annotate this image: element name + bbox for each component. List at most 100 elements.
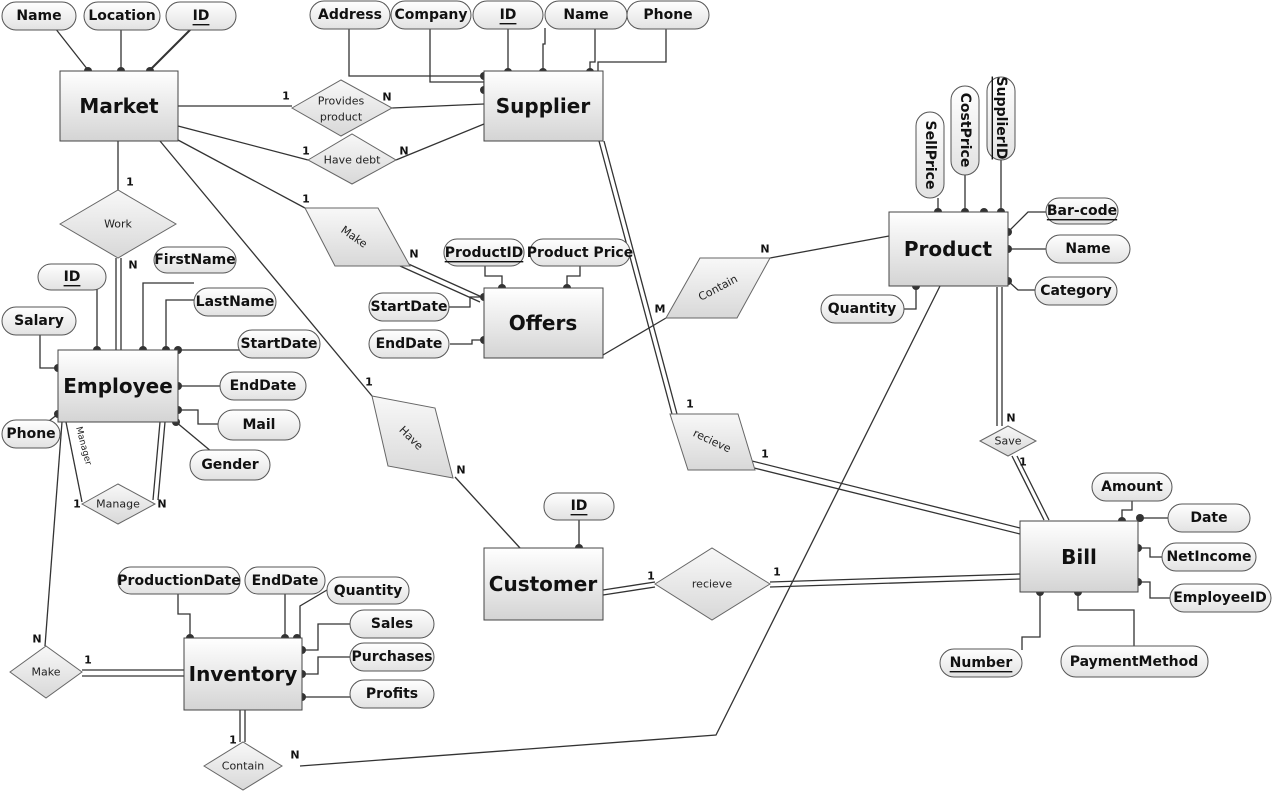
- attr-employee-lastname: [193, 287, 277, 317]
- attr-employee-phone: [1, 419, 61, 449]
- attr-offers-productprice: [529, 238, 631, 267]
- attr-bill-paymentmethod: [1060, 645, 1209, 678]
- attr-bill-amount: [1091, 472, 1173, 502]
- entity-employee-label: Employee: [63, 374, 173, 398]
- attr-product-category: [1034, 276, 1118, 306]
- attr-inventory-purchases: [349, 642, 435, 672]
- attr-employee-startdate-text: StartDate: [240, 336, 317, 352]
- attr-supplier-phone-text: Phone: [643, 7, 692, 23]
- entity-product-label: Product: [904, 237, 993, 261]
- rel-manage-text: Manage: [96, 498, 140, 511]
- card-provides-supplier: N: [382, 91, 391, 104]
- entity-market-label: Market: [79, 94, 159, 118]
- card-provides-market: 1: [282, 90, 290, 103]
- attr-employee-gender-text: Gender: [201, 457, 258, 473]
- attr-employee-salary-text: Salary: [14, 313, 64, 329]
- entity-customer-label: Customer: [489, 572, 598, 596]
- card-make-offers: N: [409, 248, 418, 261]
- card-work-employee: N: [128, 259, 137, 272]
- rel-contain-inventory-text: Contain: [222, 760, 264, 773]
- attr-supplier-company-text: Company: [394, 7, 467, 23]
- entity-customer: [483, 547, 604, 621]
- card-manage-left: 1: [73, 498, 81, 511]
- attr-employee-startdate: [237, 329, 321, 359]
- attr-inventory-quantity: [326, 576, 410, 605]
- attr-supplier-address-text: Address: [318, 7, 382, 23]
- rel-contain-offers: [665, 257, 771, 319]
- attr-market-location: [83, 1, 161, 31]
- attr-bill-netincome: [1161, 542, 1257, 572]
- rel-make-inventory-text: Make: [32, 666, 61, 679]
- card-contain-inv-inventory: 1: [229, 734, 237, 747]
- card-manage-right: N: [157, 498, 166, 511]
- attr-product-barcode: [1045, 197, 1119, 225]
- rel-manage: [80, 483, 157, 525]
- entity-offers: [483, 287, 604, 359]
- attr-product-quantity: [820, 294, 905, 324]
- attr-employee-enddate: [219, 371, 307, 401]
- attr-employee-firstname-text: FirstName: [154, 252, 236, 268]
- connector-lines: [39, 27, 1170, 767]
- card-recieve-supplier: 1: [686, 398, 694, 411]
- attr-bill-date-text: Date: [1190, 510, 1227, 526]
- rel-recieve-customer: [654, 547, 771, 621]
- attr-product-costprice-text: CostPrice: [957, 93, 973, 168]
- rel-make-inventory: [9, 645, 83, 699]
- attr-market-name: [1, 1, 77, 31]
- entity-inventory: [183, 637, 303, 711]
- attr-market-location-text: Location: [88, 8, 155, 24]
- rel-provides-product: [290, 79, 394, 137]
- attr-product-category-text: Category: [1040, 283, 1112, 299]
- attr-bill-employeeid: [1169, 583, 1272, 613]
- attr-supplier-phone: [626, 0, 710, 30]
- attr-offers-enddate: [368, 329, 450, 359]
- rel-provides-line2: product: [320, 111, 363, 124]
- attr-inventory-profits-text: Profits: [366, 686, 418, 702]
- card-recieve-bill: 1: [761, 448, 769, 461]
- rel-work: [59, 189, 177, 259]
- attr-employee-phone-text: Phone: [6, 426, 55, 442]
- entity-market: [59, 70, 179, 142]
- attr-product-quantity-text: Quantity: [828, 301, 897, 317]
- rel-have-debt: [306, 133, 398, 185]
- attr-bill-number: [939, 648, 1023, 678]
- card-contain-product: N: [760, 243, 769, 256]
- attr-offers-startdate: [368, 292, 450, 322]
- attr-supplier-id: [472, 0, 544, 30]
- attr-bill-paymentmethod-text: PaymentMethod: [1070, 654, 1199, 670]
- attr-employee-mail: [217, 409, 301, 441]
- attr-inventory-enddate: [244, 566, 326, 595]
- entity-supplier: [483, 70, 604, 142]
- attr-employee-salary: [1, 306, 77, 336]
- card-debt-market: 1: [302, 145, 310, 158]
- entity-bill: [1019, 520, 1139, 593]
- rel-make-offers: [304, 207, 411, 267]
- attr-bill-netincome-text: NetIncome: [1166, 549, 1251, 565]
- attr-inventory-profits: [349, 679, 435, 709]
- attr-product-name-text: Name: [1065, 241, 1110, 257]
- entity-product: [888, 211, 1009, 287]
- attr-inventory-productiondate: [117, 566, 241, 595]
- card-work-market: 1: [126, 176, 134, 189]
- card-make-market: 1: [302, 193, 310, 206]
- rel-recieve-supplier: [669, 413, 756, 471]
- card-cust-recieve-bill: 1: [773, 566, 781, 579]
- attr-product-barcode-text: Bar-code: [1047, 203, 1117, 219]
- rel-save: [978, 425, 1038, 457]
- attr-bill-amount-text: Amount: [1101, 479, 1163, 495]
- card-make-inv-employee: N: [32, 633, 41, 646]
- attr-market-id-text: ID: [193, 8, 210, 24]
- entity-employee: [57, 349, 179, 423]
- attr-inventory-enddate-text: EndDate: [252, 573, 319, 589]
- attr-market-id: [165, 1, 237, 31]
- attr-inventory-purchases-text: Purchases: [351, 649, 432, 665]
- entity-inventory-label: Inventory: [189, 662, 298, 686]
- card-save-bill: 1: [1019, 456, 1027, 469]
- card-cust-recieve-customer: 1: [647, 570, 655, 583]
- attr-employee-gender: [189, 449, 271, 481]
- card-debt-supplier: N: [399, 145, 408, 158]
- entity-bill-label: Bill: [1061, 545, 1097, 569]
- attr-supplier-address: [309, 0, 391, 30]
- attr-inventory-sales-text: Sales: [371, 616, 413, 632]
